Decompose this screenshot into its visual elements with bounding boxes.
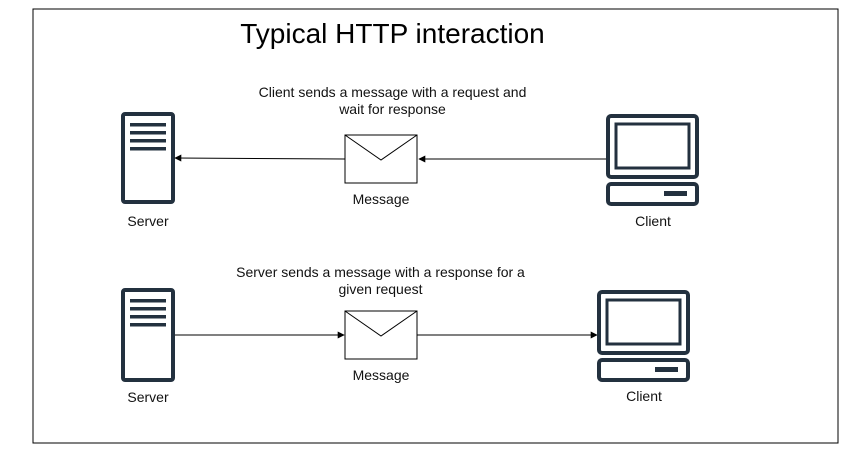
server-icon (121, 288, 175, 382)
response-message-label: Message (352, 367, 410, 383)
request-caption-line1: Client sends a message with a request an… (258, 84, 527, 100)
request-caption: Client sends a message with a request an… (230, 84, 555, 118)
envelope-icon (344, 310, 418, 360)
request-client-label: Client (635, 213, 671, 229)
server-icon (121, 112, 175, 204)
request-message-label: Message (352, 191, 410, 207)
client-computer-icon (606, 114, 699, 206)
response-server-label: Server (127, 389, 169, 405)
diagram-frame (32, 8, 839, 444)
envelope-icon (344, 134, 418, 184)
response-caption-line1: Server sends a message with a response f… (236, 264, 525, 280)
response-caption-line2: given request (338, 281, 423, 297)
response-client-label: Client (626, 388, 662, 404)
request-arrow-message-to-server (174, 154, 346, 162)
request-caption-line2: wait for response (339, 101, 446, 117)
request-server-label: Server (127, 213, 169, 229)
client-computer-icon (597, 290, 690, 382)
diagram-title: Typical HTTP interaction (240, 18, 545, 49)
response-caption: Server sends a message with a response f… (218, 264, 543, 298)
